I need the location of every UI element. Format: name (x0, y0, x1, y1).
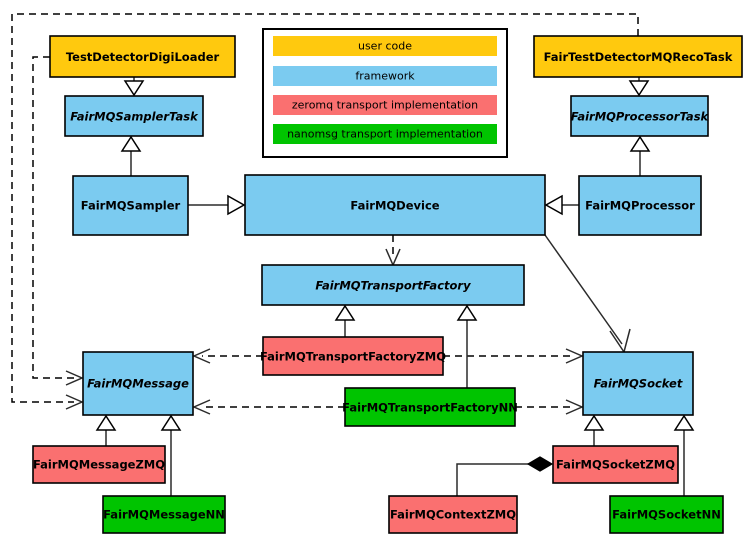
edge-processor-to-processortask-arrowhead (629, 135, 651, 152)
edge-recotask-to-message-arrowhead (65, 394, 84, 410)
legend-label-nanomsg: nanomsg transport implementation (287, 128, 483, 141)
node-fairmqsocket-rect[interactable] (582, 351, 694, 416)
node-fairmqmessagenn-rect[interactable] (102, 495, 226, 534)
edge-factoryzmq-to-socket-arrowhead (565, 348, 584, 364)
node-fairmqsocketzmq-rect[interactable] (552, 445, 679, 484)
node-fairmqcontextzmq-label: FairMQContextZMQ (390, 508, 516, 522)
node-fairmqtransportfactory-label: FairMQTransportFactory (315, 279, 471, 293)
node-fairmqmessagenn-label: FairMQMessageNN (103, 508, 225, 522)
node-fairmqmessagezmq-rect[interactable] (32, 445, 166, 484)
node-fairmqdevice-rect[interactable] (244, 174, 546, 236)
edge-messagezmq-to-message-arrowhead (95, 414, 117, 431)
node-fairmqcontextzmq[interactable]: FairMQContextZMQ (388, 495, 518, 534)
legend-label-framework: framework (355, 70, 415, 83)
edge-device-to-socket (544, 234, 623, 345)
node-fairmqtransportfactoryzmq-rect[interactable] (262, 336, 444, 376)
edge-socketnn-to-socket-arrowhead (673, 414, 695, 431)
node-testdetectordigiloader[interactable]: TestDetectorDigiLoader (49, 35, 236, 78)
edge-sampler-to-device-arrowhead (227, 194, 246, 216)
node-fairmqsocket[interactable]: FairMQSocket (582, 351, 694, 416)
edge-group-routed-dependencies (11, 13, 639, 410)
node-fairmqprocessor-rect[interactable] (578, 175, 702, 236)
node-fairmqsampler[interactable]: FairMQSampler (72, 175, 189, 236)
legend-panel: user code framework zeromq transport imp… (262, 28, 508, 158)
node-fairmqsocketnn-rect[interactable] (609, 495, 724, 534)
node-fairmqtransportfactory[interactable]: FairMQTransportFactory (261, 264, 525, 306)
node-fairmqprocessortask[interactable]: FairMQProcessorTask (570, 95, 710, 137)
node-fairmqtransportfactorynn-label: FairMQTransportFactoryNN (342, 401, 518, 415)
node-fairmqtransportfactorynn[interactable]: FairMQTransportFactoryNN (342, 387, 518, 427)
edge-messagenn-to-message-arrowhead (160, 414, 182, 431)
legend-swatch-zeromq (273, 95, 497, 115)
node-fairmqtransportfactory-rect[interactable] (261, 264, 525, 306)
edge-factoryzmq-to-message-arrowhead (192, 348, 211, 364)
node-fairmqsocketnn[interactable]: FairMQSocketNN (609, 495, 724, 534)
node-fairmqdevice[interactable]: FairMQDevice (244, 174, 546, 236)
node-fairmqmessagezmq-label: FairMQMessageZMQ (33, 458, 165, 472)
legend-swatch-nanomsg (273, 124, 497, 144)
node-fairmqmessage-rect[interactable] (82, 351, 194, 416)
node-fairmqprocessor[interactable]: FairMQProcessor (578, 175, 702, 236)
edge-processor-to-device-arrowhead (544, 194, 563, 216)
edge-socketzmq-to-contextzmq (456, 463, 536, 496)
node-fairmqsamplertask-rect[interactable] (64, 95, 204, 137)
edge-digiloader-to-message-arrowhead (65, 370, 84, 386)
node-fairmqsampler-label: FairMQSampler (81, 199, 181, 213)
legend-item-framework: framework (273, 66, 497, 86)
legend-swatch-user-code (273, 36, 497, 56)
edge-group-composition (456, 456, 554, 496)
node-testdetectordigiloader-rect[interactable] (49, 35, 236, 78)
node-fairmqsocketzmq-label: FairMQSocketZMQ (556, 458, 675, 472)
node-fairmqsamplertask[interactable]: FairMQSamplerTask (64, 95, 204, 137)
node-fairmqsocketzmq[interactable]: FairMQSocketZMQ (552, 445, 679, 484)
legend-item-user-code: user code (273, 36, 497, 56)
legend-item-nanomsg: nanomsg transport implementation (273, 124, 497, 144)
node-fairmqsocket-label: FairMQSocket (594, 377, 683, 391)
composition-diamond-icon (526, 456, 554, 472)
node-fairtestdetectormqrecotask-label: FairTestDetectorMQRecoTask (544, 50, 733, 64)
node-testdetectordigiloader-label: TestDetectorDigiLoader (66, 50, 220, 64)
node-fairtestdetectormqrecotask-rect[interactable] (533, 35, 743, 78)
node-fairmqprocessortask-label: FairMQProcessorTask (571, 110, 710, 124)
edge-recotask-to-processortask-arrowhead (628, 80, 650, 97)
legend-label-zeromq: zeromq transport implementation (292, 99, 478, 112)
node-fairtestdetectormqrecotask[interactable]: FairTestDetectorMQRecoTask (533, 35, 743, 78)
node-fairmqmessagezmq[interactable]: FairMQMessageZMQ (32, 445, 166, 484)
node-fairmqtransportfactoryzmq-label: FairMQTransportFactoryZMQ (260, 350, 446, 364)
node-fairmqdevice-label: FairMQDevice (350, 199, 439, 213)
edge-sampler-to-samplertask-arrowhead (120, 135, 142, 152)
node-fairmqmessage-label: FairMQMessage (87, 377, 189, 391)
edge-group-generalizations (95, 77, 695, 496)
node-fairmqmessagenn[interactable]: FairMQMessageNN (102, 495, 226, 534)
edge-factorynn-to-socket-arrowhead (565, 399, 584, 415)
node-fairmqsampler-rect[interactable] (72, 175, 189, 236)
edge-socketzmq-to-socket-arrowhead (583, 414, 605, 431)
node-fairmqtransportfactorynn-rect[interactable] (344, 387, 516, 427)
node-fairmqcontextzmq-rect[interactable] (388, 495, 518, 534)
edge-factorynn-to-message-arrowhead (192, 399, 211, 415)
node-group: TestDetectorDigiLoader FairMQSamplerTask… (32, 35, 743, 534)
legend-item-zeromq: zeromq transport implementation (273, 95, 497, 115)
legend-swatch-framework (273, 66, 497, 86)
edge-factorynn-to-transportfactory-arrowhead (456, 304, 478, 321)
node-fairmqtransportfactoryzmq[interactable]: FairMQTransportFactoryZMQ (260, 336, 446, 376)
node-fairmqsamplertask-label: FairMQSamplerTask (70, 110, 199, 124)
legend-label-user-code: user code (358, 40, 412, 53)
node-fairmqprocessor-label: FairMQProcessor (585, 199, 695, 213)
edge-factoryzmq-to-transportfactory-arrowhead (334, 304, 356, 321)
edge-recotask-to-message (11, 13, 639, 403)
node-fairmqprocessortask-rect[interactable] (570, 95, 709, 137)
edge-group-factory-dependencies (192, 348, 584, 415)
edge-digiloader-to-samplertask-arrowhead (123, 80, 145, 97)
node-fairmqsocketnn-label: FairMQSocketNN (612, 508, 721, 522)
node-fairmqmessage[interactable]: FairMQMessage (82, 351, 194, 416)
